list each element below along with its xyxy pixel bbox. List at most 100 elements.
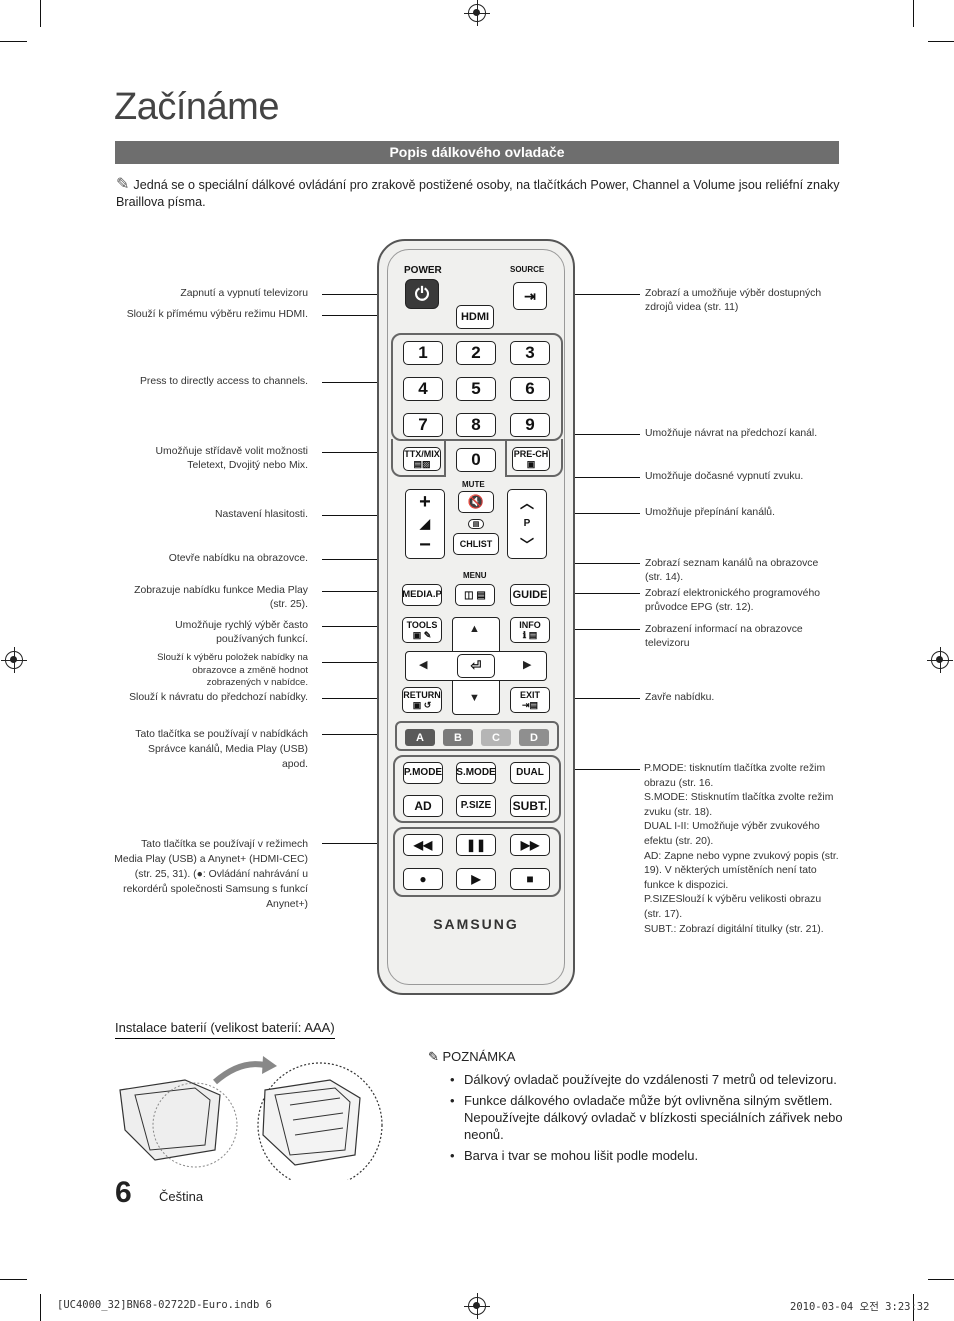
arrow-up-button[interactable]: ▲ (469, 623, 480, 635)
label-channel: Umožňuje přepínání kanálů. (645, 507, 775, 518)
registration-mark-icon (464, 1293, 490, 1319)
p-size-button[interactable]: P.SIZE (456, 795, 496, 817)
tools-button[interactable]: TOOLS▣ ✎ (402, 617, 442, 643)
arrow-right-button[interactable]: ▶ (523, 659, 532, 671)
source-button[interactable]: ⇥ (513, 282, 547, 310)
color-a-label: A (416, 731, 424, 744)
intro-text: Jedná se o speciální dálkové ovládání pr… (116, 178, 840, 209)
leader-line (322, 591, 402, 592)
leader-line (322, 382, 390, 383)
label-guide: Zobrazí elektronického programového prův… (645, 588, 821, 613)
hdmi-button[interactable]: HDMI (456, 305, 494, 329)
s-mode-button[interactable]: S.MODE (456, 762, 496, 784)
ttx-mix-button[interactable]: TTX/MIX▤▨ (403, 447, 441, 471)
subt-button[interactable]: SUBT. (510, 795, 550, 817)
brand-logo: SAMSUNG (433, 916, 519, 932)
chevron-down-icon: ﹀ (520, 537, 534, 554)
power-label: POWER (404, 265, 442, 276)
digit-0-button[interactable]: 0 (456, 448, 496, 472)
leader-line (322, 452, 402, 453)
record-icon: ● (419, 872, 427, 886)
chlist-icon: ▤ (468, 519, 484, 529)
mute-label: MUTE (462, 480, 485, 489)
pre-ch-button[interactable]: PRE-CH▣ (512, 447, 550, 471)
power-button[interactable]: ⏻ (405, 279, 439, 309)
digit-2-button[interactable]: 2 (456, 341, 496, 365)
exit-button[interactable]: EXIT⇥▤ (510, 687, 550, 713)
label-prech: Umožňuje návrat na předchozí kanál. (645, 428, 818, 439)
label-subt: SUBT.: Zobrazí digitální titulky (str. 2… (644, 923, 824, 935)
color-c-button[interactable]: C (481, 729, 511, 746)
section-heading: Popis dálkového ovladače (115, 141, 839, 164)
battery-illustration (119, 1056, 383, 1180)
p-mode-button[interactable]: P.MODE (403, 762, 443, 784)
digit-7-button[interactable]: 7 (403, 413, 443, 437)
label-dual: DUAL I-II: Umožňuje výběr zvukového efek… (644, 821, 820, 847)
label-hdmi: Slouží k přímému výběru režimu HDMI. (126, 309, 308, 320)
color-a-button[interactable]: A (405, 729, 435, 746)
label-ad: AD: Zapne nebo vypne zvukový popis (str.… (644, 850, 839, 891)
dual-button[interactable]: DUAL (510, 762, 550, 784)
leader-line (545, 513, 640, 514)
digit-9-button[interactable]: 9 (510, 413, 550, 437)
channel-rocker[interactable]: ︿P﹀ (507, 489, 547, 559)
play-button[interactable]: ▶ (456, 868, 496, 890)
label-pmode: P.MODE: tisknutím tlačítka zvolte režim … (644, 763, 826, 789)
label-color-buttons: Tato tlačítka se používají v nabídkách S… (135, 729, 308, 770)
pause-button[interactable]: ❚❚ (456, 834, 496, 856)
guide-button[interactable]: GUIDE (510, 584, 550, 606)
color-b-button[interactable]: B (443, 729, 473, 746)
arrow-left-button[interactable]: ◀ (419, 659, 428, 671)
footer-timestamp: 2010-03-04 오전 3:23:32 (790, 1301, 930, 1313)
exit-icon: ⇥▤ (521, 700, 539, 710)
label-mute: Umožňuje dočasné vypnutí zvuku. (645, 471, 804, 482)
leader-line (550, 629, 640, 630)
menu-button[interactable]: ◫ ▤ (455, 584, 495, 606)
digit-5-button[interactable]: 5 (456, 377, 496, 401)
leader-line (550, 698, 640, 699)
fast-forward-button[interactable]: ▶▶ (510, 834, 550, 856)
color-d-button[interactable]: D (519, 729, 549, 746)
page-title: Začínáme (114, 86, 279, 128)
digit-3-button[interactable]: 3 (510, 341, 550, 365)
ad-button[interactable]: AD (403, 795, 443, 817)
prech-icon: ▣ (526, 459, 536, 469)
leader-line (322, 843, 392, 844)
menu-label: MENU (463, 571, 487, 580)
leader-line (557, 769, 640, 770)
digit-8-button[interactable]: 8 (456, 413, 496, 437)
label-source: Zobrazí a umožňuje výběr dostupných zdro… (645, 288, 822, 313)
channel-p-label: P (523, 518, 531, 530)
label-tools: Umožňuje rychlý výběr často používaných … (175, 620, 308, 645)
rewind-button[interactable]: ◀◀ (403, 834, 443, 856)
arrow-down-button[interactable]: ▼ (469, 692, 480, 704)
ttx-group (391, 439, 446, 477)
label-volume: Nastavení hlasitosti. (215, 509, 308, 520)
chlist-button[interactable]: CHLIST (453, 533, 499, 555)
playback-button-group (393, 827, 561, 897)
stop-button[interactable]: ■ (510, 868, 550, 890)
exit-label: EXIT (519, 690, 540, 700)
return-button[interactable]: RETURN▣ ↺ (402, 687, 442, 713)
tools-label: TOOLS (406, 620, 438, 630)
color-c-label: C (492, 731, 500, 744)
color-d-label: D (530, 731, 538, 744)
mute-button[interactable]: 🔇 (458, 491, 494, 513)
label-playback: Tato tlačítka se používají v režimech Me… (114, 839, 308, 910)
minus-icon: − (419, 534, 431, 556)
digit-6-button[interactable]: 6 (510, 377, 550, 401)
volume-rocker[interactable]: +◢− (405, 489, 445, 559)
label-exit: Zavře nabídku. (645, 692, 715, 703)
prech-group (505, 439, 563, 477)
record-button[interactable]: ● (403, 868, 443, 890)
digit-4-button[interactable]: 4 (403, 377, 443, 401)
ttx-label: TTX/MIX (404, 449, 440, 459)
rewind-icon: ◀◀ (413, 838, 433, 852)
label-smode: S.MODE: Stisknutím tlačítka zvolte režim… (644, 792, 834, 818)
media-p-button[interactable]: MEDIA.P (402, 584, 442, 606)
digit-1-button[interactable]: 1 (403, 341, 443, 365)
enter-button[interactable]: ⏎ (457, 654, 495, 678)
enter-icon: ⏎ (470, 658, 482, 673)
crop-mark (913, 1294, 914, 1321)
